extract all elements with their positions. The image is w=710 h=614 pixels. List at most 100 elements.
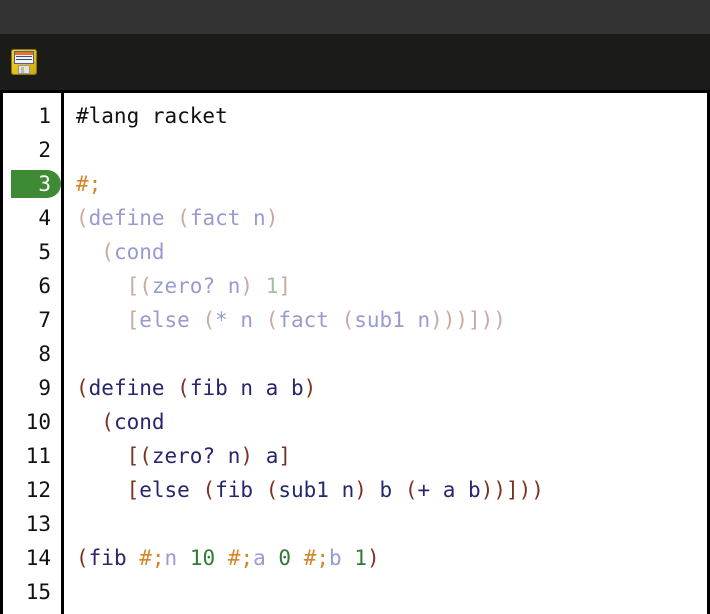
code-token: fib	[215, 478, 266, 502]
code-token	[165, 376, 178, 400]
code-token: #;	[139, 546, 165, 570]
line-number-label: 6	[38, 274, 51, 298]
editor-toolbar	[0, 34, 710, 90]
code-token: fact n	[189, 206, 266, 230]
floppy-label-lines	[16, 56, 32, 62]
code-token: )	[240, 274, 254, 298]
code-token: ))]))	[480, 478, 544, 502]
code-token: (	[341, 308, 355, 332]
line-number[interactable]: 8	[3, 337, 61, 371]
code-token: (	[76, 206, 89, 230]
line-number[interactable]: 11	[3, 439, 61, 473]
code-token: b	[366, 478, 405, 502]
code-line[interactable]: #;	[76, 167, 707, 201]
line-number-label: 8	[38, 342, 51, 366]
code-token: sub1 n	[278, 478, 355, 502]
line-number-label: 4	[38, 206, 51, 230]
code-token: 0	[278, 546, 292, 570]
line-number[interactable]: 9	[3, 371, 61, 405]
code-token: )	[367, 546, 380, 570]
code-line[interactable]: [else (* n (fact (sub1 n)))]))	[76, 303, 707, 337]
line-number-label: 13	[25, 512, 51, 536]
line-number-label: 2	[38, 138, 51, 162]
line-number-label: 12	[25, 478, 51, 502]
code-token: 1	[265, 274, 279, 298]
code-token	[76, 478, 127, 502]
code-token: [(	[126, 274, 152, 298]
code-token: cond	[113, 240, 165, 264]
line-number[interactable]: 1	[3, 99, 61, 133]
line-number-label: 10	[25, 410, 51, 434]
code-token: ]	[278, 274, 292, 298]
code-token	[76, 240, 101, 264]
code-line[interactable]: [(zero? n) 1]	[76, 269, 707, 303]
line-number[interactable]: 3	[3, 167, 61, 201]
code-token: zero? n	[151, 444, 241, 468]
line-number[interactable]: 7	[3, 303, 61, 337]
line-number[interactable]: 14	[3, 541, 61, 575]
code-token: (	[177, 376, 190, 400]
code-line[interactable]: (define (fib n a b)	[76, 371, 707, 405]
code-token: )	[354, 478, 367, 502]
floppy-label	[14, 51, 34, 64]
code-line[interactable]	[76, 133, 707, 167]
code-token: (	[404, 478, 418, 502]
code-token: zero? n	[151, 274, 241, 298]
line-number[interactable]: 10	[3, 405, 61, 439]
line-number-label: 15	[25, 580, 51, 604]
code-token: a	[265, 444, 279, 468]
code-token	[76, 308, 127, 332]
code-token	[342, 546, 355, 570]
code-line[interactable]: #lang racket	[76, 99, 707, 133]
code-token	[253, 444, 266, 468]
code-area[interactable]: #lang racket #;(define (fact n) (cond [(…	[61, 93, 707, 614]
code-line[interactable]: (cond	[76, 235, 707, 269]
code-token: sub1 n	[354, 308, 431, 332]
code-token	[165, 206, 178, 230]
code-token: define	[88, 376, 165, 400]
code-line[interactable]: [else (fib (sub1 n) b (+ a b))]))	[76, 473, 707, 507]
code-token	[177, 546, 190, 570]
line-number[interactable]: 13	[3, 507, 61, 541]
code-token: else	[139, 308, 190, 332]
line-number[interactable]: 2	[3, 133, 61, 167]
code-line[interactable]	[76, 507, 707, 541]
code-token	[190, 308, 203, 332]
code-token: )	[265, 206, 279, 230]
window-titlebar	[0, 0, 710, 34]
code-line[interactable]: (cond	[76, 405, 707, 439]
code-line[interactable]: [(zero? n) a]	[76, 439, 707, 473]
code-token: cond	[113, 410, 165, 434]
code-token: [	[126, 308, 140, 332]
line-number[interactable]: 4	[3, 201, 61, 235]
code-line[interactable]	[76, 337, 707, 371]
code-token: ]	[278, 444, 292, 468]
code-token: (	[101, 240, 114, 264]
line-number[interactable]: 5	[3, 235, 61, 269]
code-token: else	[139, 478, 190, 502]
code-token: define	[88, 206, 165, 230]
code-token: n	[164, 546, 178, 570]
line-number[interactable]: 15	[3, 575, 61, 609]
line-number-label: 11	[25, 444, 51, 468]
code-token: + a b	[417, 478, 481, 502]
code-line[interactable]	[76, 575, 707, 609]
line-number-label: 5	[38, 240, 51, 264]
code-line[interactable]: (define (fact n)	[76, 201, 707, 235]
code-token: a	[253, 546, 266, 570]
line-number-label: 7	[38, 308, 51, 332]
save-button[interactable]	[6, 43, 42, 81]
code-token: )	[303, 376, 317, 400]
code-token: (	[101, 410, 114, 434]
code-token	[127, 546, 140, 570]
code-token: )	[240, 444, 254, 468]
code-token: [(	[126, 444, 152, 468]
line-number[interactable]: 12	[3, 473, 61, 507]
code-token: (	[265, 478, 279, 502]
line-number[interactable]: 6	[3, 269, 61, 303]
code-token	[76, 274, 127, 298]
code-line[interactable]: (fib #;n 10 #;a 0 #;b 1)	[76, 541, 707, 575]
code-token: b	[329, 546, 342, 570]
